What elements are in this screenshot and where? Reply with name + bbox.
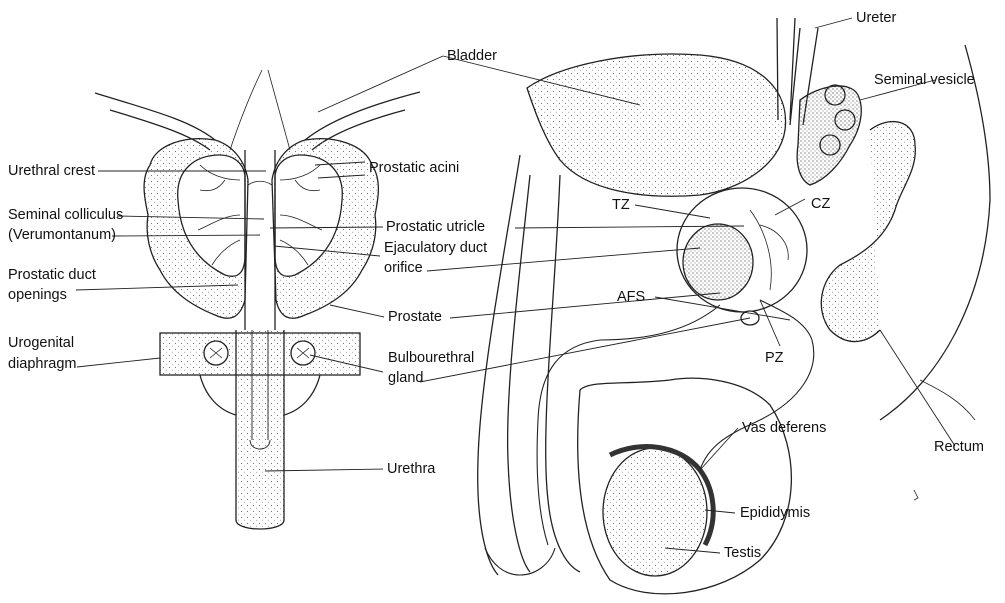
label-bulbourethral-1: Bulbourethral — [388, 350, 474, 367]
label-prostatic-utricle: Prostatic utricle — [386, 219, 485, 236]
sagittal-section — [478, 18, 990, 594]
label-cz: CZ — [811, 196, 830, 213]
label-prostate: Prostate — [388, 309, 442, 326]
coronal-section — [95, 70, 420, 529]
testis-shape — [603, 448, 707, 576]
label-seminal-colliculus-2: (Verumontanum) — [8, 227, 116, 244]
label-seminal-colliculus-1: Seminal colliculus — [8, 207, 123, 224]
label-urogenital-2: diaphragm — [8, 356, 77, 373]
label-ejaculatory-duct-2: orifice — [384, 260, 423, 277]
label-afs: AFS — [617, 289, 645, 306]
label-epididymis: Epididymis — [740, 505, 810, 522]
label-pz: PZ — [765, 350, 784, 367]
label-prostatic-duct-1: Prostatic duct — [8, 267, 96, 284]
label-prostatic-duct-2: openings — [8, 287, 67, 304]
label-vas-deferens: Vas deferens — [742, 420, 826, 437]
label-bulbourethral-2: gland — [388, 370, 423, 387]
label-urogenital-1: Urogenital — [8, 335, 74, 352]
label-urethral-crest: Urethral crest — [8, 163, 95, 180]
label-bladder: Bladder — [447, 48, 497, 65]
label-ureter: Ureter — [856, 10, 896, 27]
label-ejaculatory-duct-1: Ejaculatory duct — [384, 240, 487, 257]
label-prostatic-acini: Prostatic acini — [369, 160, 459, 177]
label-tz: TZ — [612, 197, 630, 214]
label-seminal-vesicle: Seminal vesicle — [874, 72, 975, 89]
label-rectum: Rectum — [934, 439, 984, 456]
bladder-shape — [527, 54, 786, 196]
label-urethra: Urethra — [387, 461, 435, 478]
urogenital-diaphragm — [160, 333, 360, 375]
label-testis: Testis — [724, 545, 761, 562]
